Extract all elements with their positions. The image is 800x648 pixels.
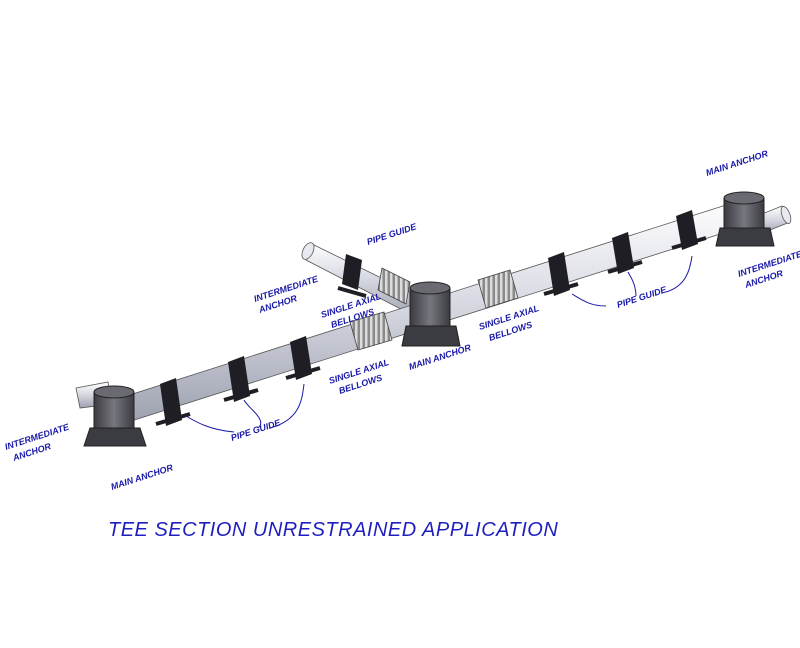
label-main-anchor-center: MAIN ANCHOR <box>408 342 473 372</box>
pipe-guide <box>223 356 259 402</box>
label-main-anchor-bottom-left: MAIN ANCHOR <box>110 462 175 492</box>
main-anchor-center <box>401 281 461 347</box>
label-pipe-guide-top: PIPE GUIDE <box>366 221 419 247</box>
bellows-right <box>477 269 519 309</box>
pipe-guide <box>671 210 707 250</box>
bellows-branch <box>377 267 411 305</box>
main-anchor-right <box>715 191 775 247</box>
bellows-lower <box>349 311 393 351</box>
label-main-anchor-top: MAIN ANCHOR <box>705 148 770 178</box>
diagram-title: TEE SECTION UNRESTRAINED APPLICATION <box>108 519 558 541</box>
pipe-guide <box>607 232 643 274</box>
label-pipe-guide-left: PIPE GUIDE <box>230 417 283 443</box>
pipe-guide <box>285 336 321 380</box>
pipe-guide <box>155 378 191 426</box>
leader-arrows <box>185 255 693 433</box>
main-anchor-left <box>83 385 147 447</box>
pipe-guide <box>337 254 367 298</box>
label-pipe-guide-right: PIPE GUIDE <box>616 284 669 310</box>
pipe-guide <box>543 252 579 296</box>
